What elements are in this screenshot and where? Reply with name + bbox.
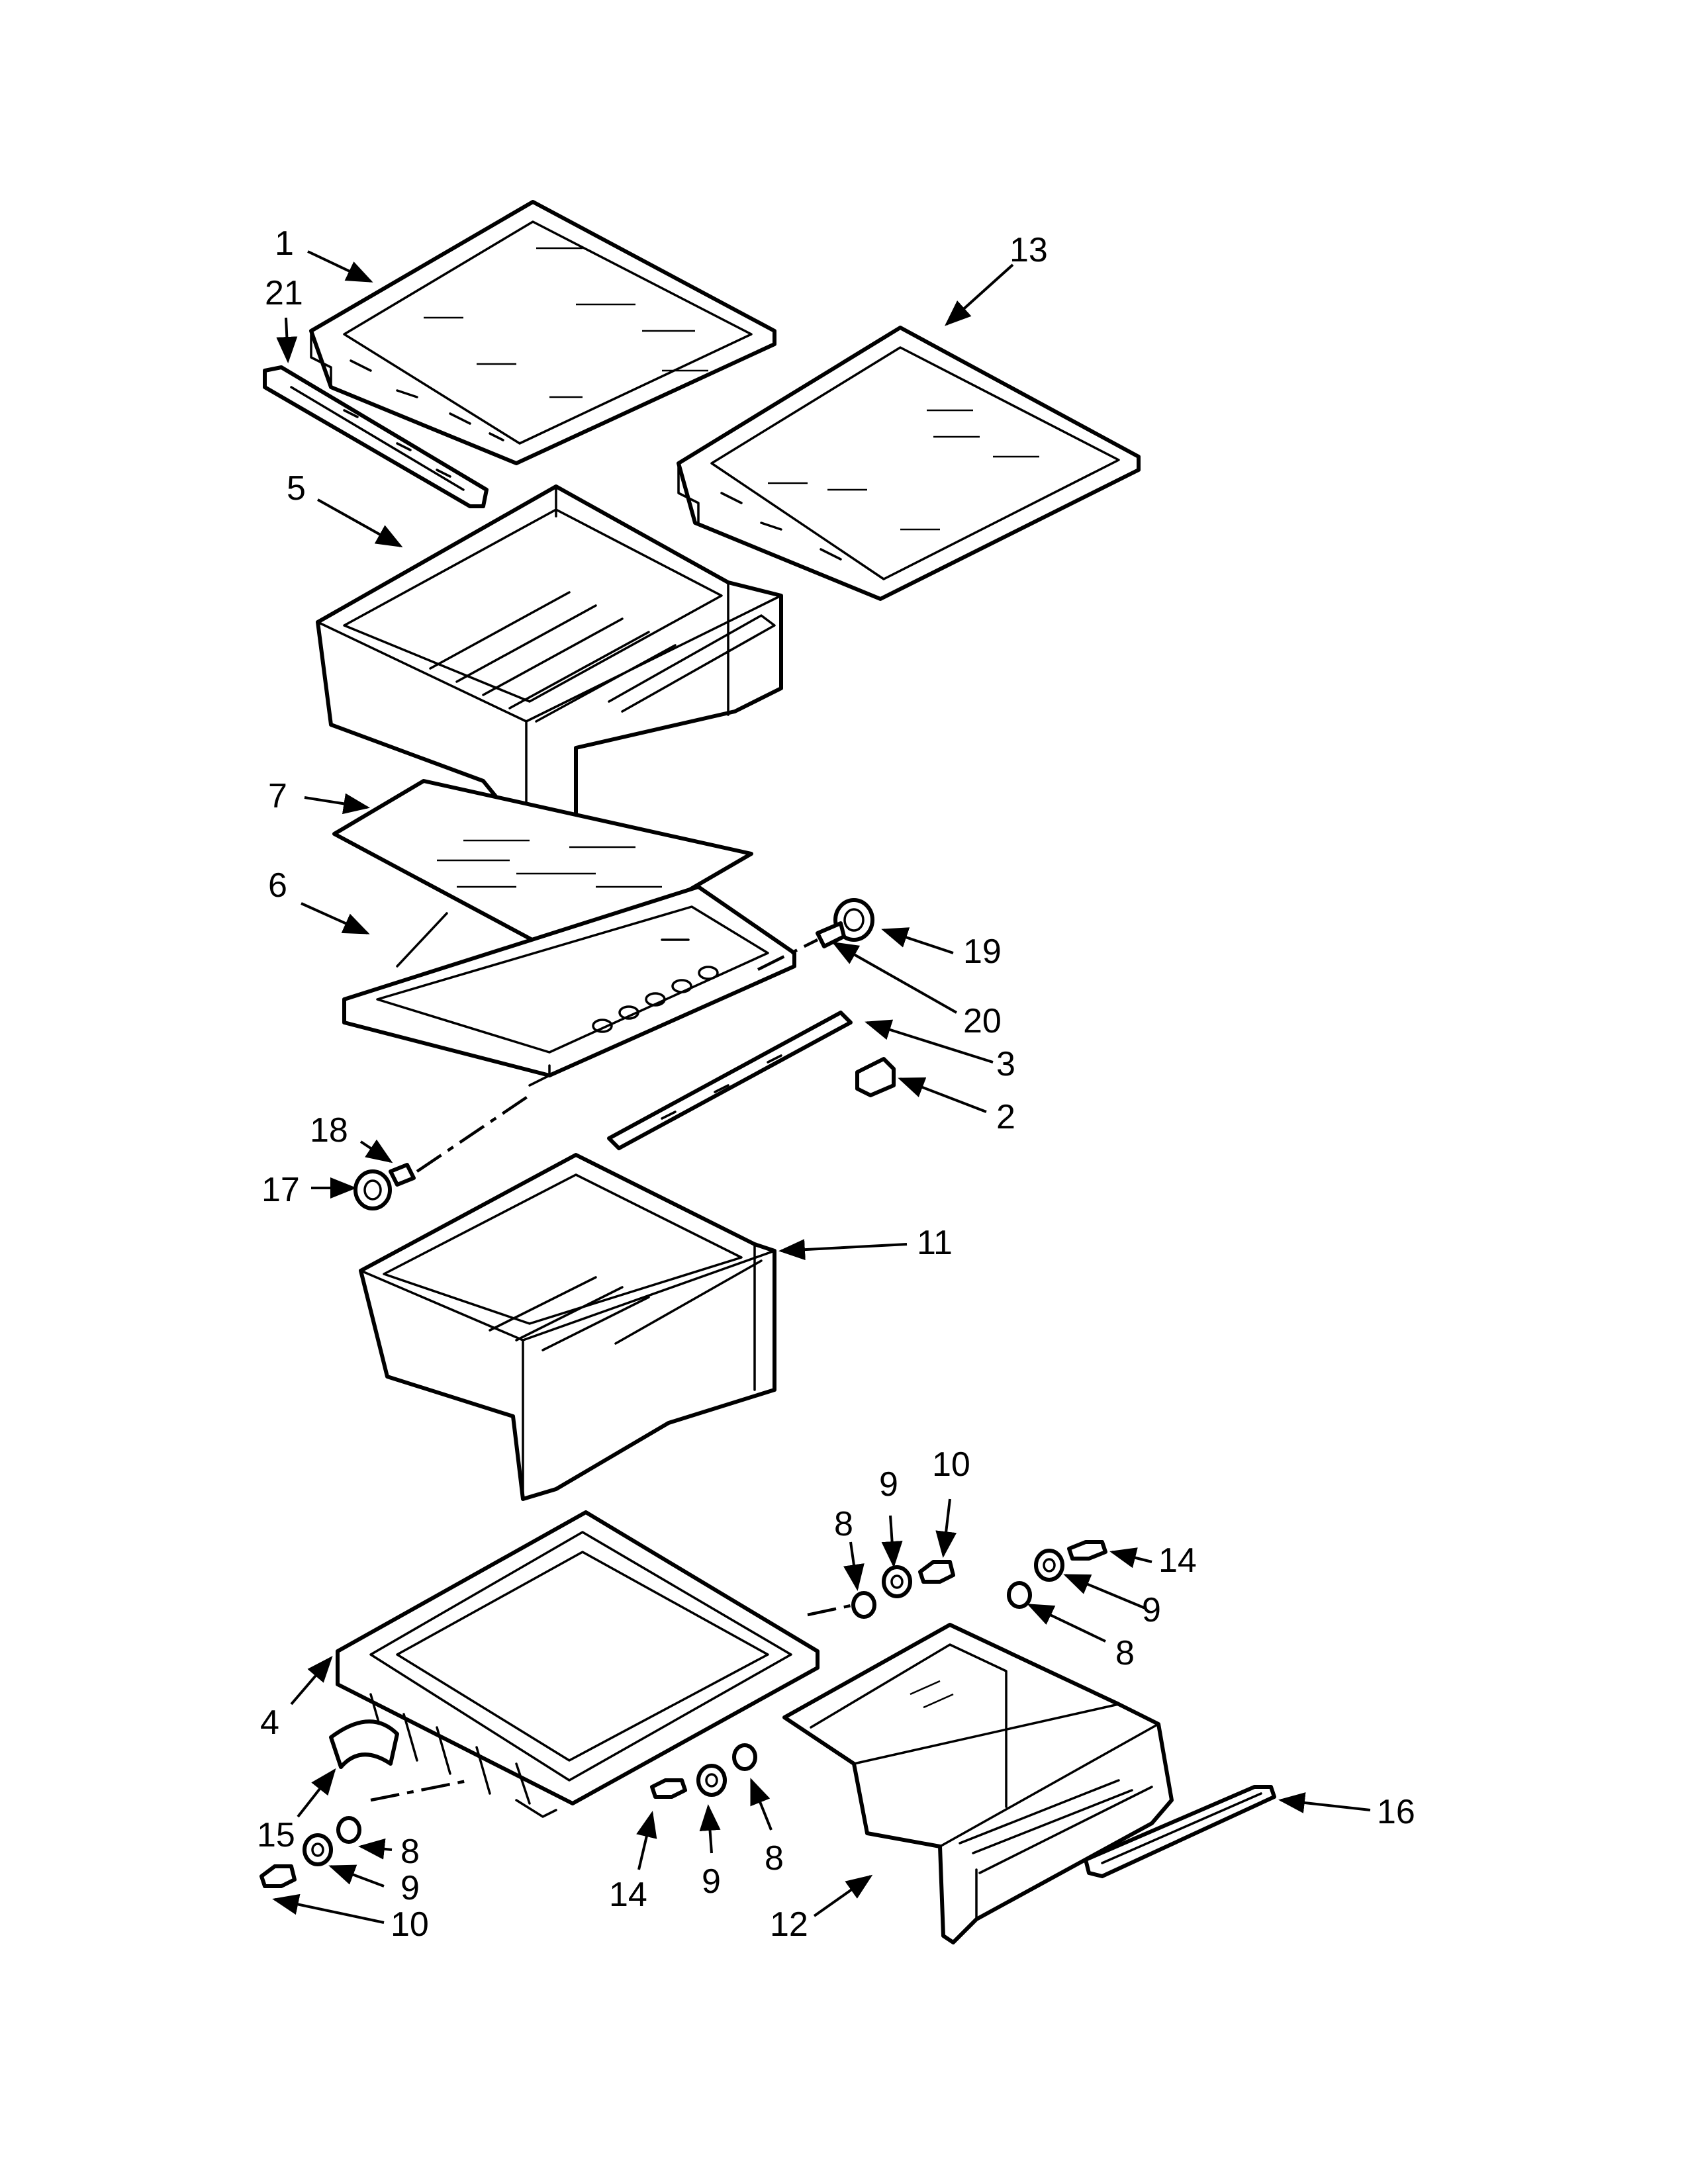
callout-8-b: 8 xyxy=(1115,1634,1135,1672)
callout-8-a: 8 xyxy=(834,1505,853,1543)
callout-8-d: 8 xyxy=(765,1839,784,1878)
callout-1: 1 xyxy=(275,224,294,263)
callout-9-d: 9 xyxy=(702,1862,721,1901)
roller-part-19[interactable] xyxy=(833,898,874,942)
drawer-handle-part-16[interactable] xyxy=(1084,1785,1276,1878)
callout-5: 5 xyxy=(287,469,306,508)
screw-part-10-left[interactable] xyxy=(259,1864,297,1888)
callout-2: 2 xyxy=(996,1098,1015,1136)
roller-part-17[interactable] xyxy=(353,1169,392,1210)
callout-13: 13 xyxy=(1009,231,1048,269)
screw-part-14-upper[interactable] xyxy=(1067,1540,1107,1561)
callout-3: 3 xyxy=(996,1045,1015,1083)
glass-shelf-part-13[interactable] xyxy=(677,326,1141,601)
callout-21: 21 xyxy=(265,274,303,312)
callout-10-b: 10 xyxy=(391,1905,429,1944)
spacer-part-8-left[interactable] xyxy=(336,1816,361,1844)
callout-17: 17 xyxy=(261,1171,300,1209)
callout-9-c: 9 xyxy=(400,1869,420,1907)
callout-10-a: 10 xyxy=(932,1445,970,1484)
callout-18: 18 xyxy=(310,1111,348,1150)
crisper-drawer-part-11[interactable] xyxy=(359,1153,776,1501)
callout-9-b: 9 xyxy=(1142,1591,1161,1629)
callout-14-b: 14 xyxy=(609,1876,647,1914)
callout-4: 4 xyxy=(260,1704,279,1742)
screw-part-14-lower[interactable] xyxy=(650,1778,687,1799)
crisper-cover-part-6[interactable] xyxy=(342,885,796,1087)
callout-9-a: 9 xyxy=(879,1465,898,1504)
spacer-part-8-upper[interactable] xyxy=(851,1591,876,1619)
callout-6: 6 xyxy=(268,866,287,905)
callout-arrows xyxy=(272,250,1371,1924)
clip-part-2[interactable] xyxy=(855,1057,896,1097)
callout-19: 19 xyxy=(963,933,1002,971)
slide-rail-part-3[interactable] xyxy=(607,1011,853,1150)
callout-7: 7 xyxy=(268,777,287,815)
spacer-part-8-right[interactable] xyxy=(1007,1581,1032,1609)
washer-part-9-lower[interactable] xyxy=(696,1764,727,1797)
shelf-rail-part-21[interactable] xyxy=(263,365,489,508)
callout-labels: 1 13 21 5 7 6 19 20 3 2 18 17 11 8 9 10 … xyxy=(257,224,1415,1944)
washer-part-9-right[interactable] xyxy=(1034,1549,1064,1582)
callout-20: 20 xyxy=(963,1002,1002,1040)
callout-8-c: 8 xyxy=(400,1833,420,1871)
pan-drawer-part-12[interactable] xyxy=(782,1623,1174,1944)
screw-part-18[interactable] xyxy=(389,1163,416,1187)
spacer-part-8-lower[interactable] xyxy=(732,1743,757,1771)
screw-part-10-upper[interactable] xyxy=(918,1560,955,1584)
callout-12: 12 xyxy=(770,1905,808,1944)
washer-part-9-left[interactable] xyxy=(303,1833,333,1866)
glass-panel-part-7[interactable] xyxy=(332,779,753,962)
callout-15: 15 xyxy=(257,1816,295,1854)
cover-cap-part-15[interactable] xyxy=(329,1719,399,1769)
screw-part-20[interactable] xyxy=(816,921,846,948)
washer-part-9-upper[interactable] xyxy=(882,1565,912,1598)
callout-14-a: 14 xyxy=(1158,1541,1197,1580)
pan-frame-part-4[interactable] xyxy=(336,1510,820,1818)
callout-11: 11 xyxy=(917,1224,953,1262)
callout-16: 16 xyxy=(1377,1793,1415,1831)
glass-shelf-part-1[interactable] xyxy=(309,200,776,465)
crisper-drawer-part-5[interactable] xyxy=(316,484,783,836)
